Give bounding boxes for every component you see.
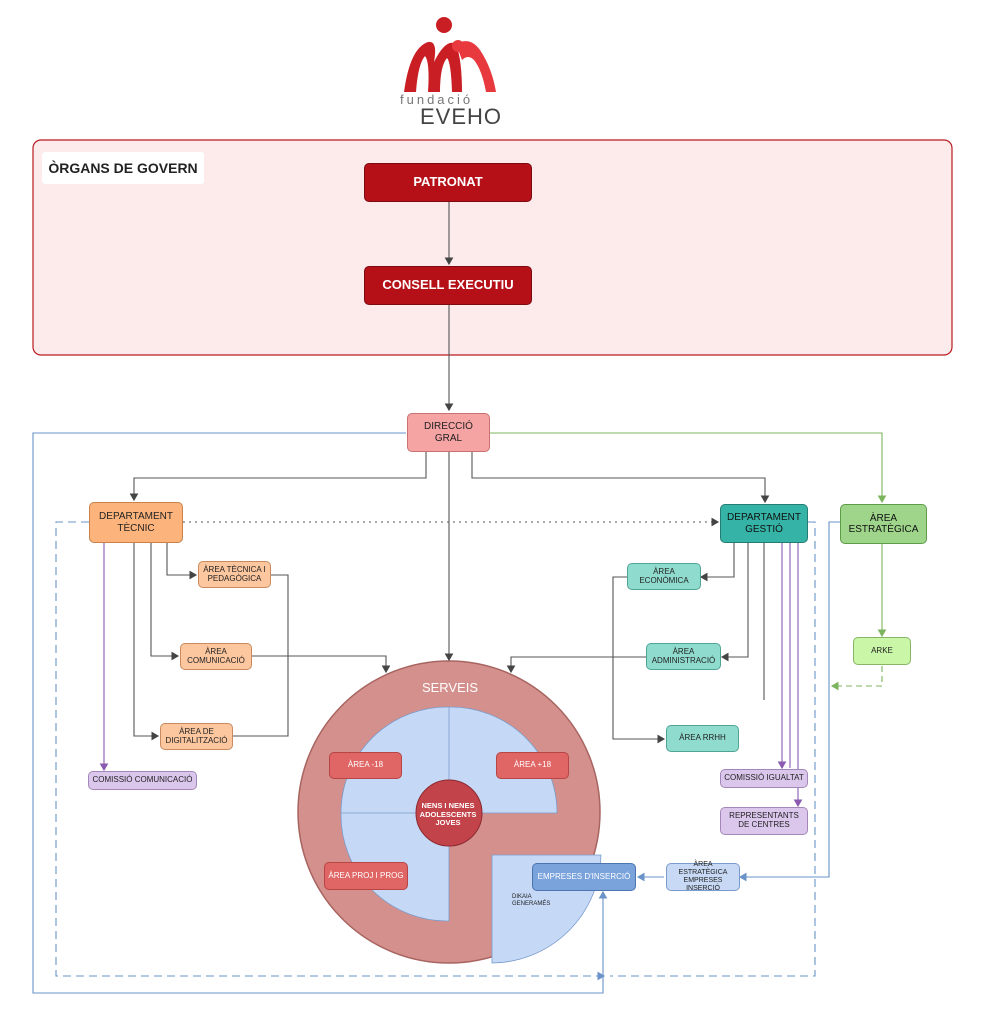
connector-administracio-serveis bbox=[506, 656, 646, 674]
direccio-gral-node[interactable]: DIRECCIÓ GRAL bbox=[407, 413, 490, 452]
connector-direccio-empreses-loop bbox=[32, 432, 608, 994]
area-estrategica-empreses-insercio-node[interactable]: ÀREA ESTRATÈGICA EMPRESES INSERCIÓ bbox=[666, 861, 740, 892]
organs-govern-box bbox=[32, 139, 953, 356]
logo-eveho-text: EVEHO bbox=[420, 104, 503, 129]
area-proj-prog-node[interactable]: ÀREA PROJ I PROG bbox=[324, 862, 408, 890]
area-tecnica-pedagogica-node[interactable]: ÀREA TÈCNICA I PEDAGÒGICA bbox=[198, 561, 271, 588]
connector-areatecnica-digitalitzacio bbox=[233, 574, 289, 737]
area-administracio-node[interactable]: ÀREA ADMINISTRACIÓ bbox=[646, 643, 721, 670]
connector-direccio-gestio bbox=[471, 452, 770, 504]
area-digitalitzacio-node[interactable]: ÀREA DE DIGITALITZACIÓ bbox=[160, 723, 233, 750]
comissio-igualtat-node[interactable]: COMISSIÓ IGUALTAT bbox=[720, 769, 808, 788]
dikaia-generames-label: DIKAIA GENERAMÉS bbox=[512, 894, 551, 908]
connector-gestio-dashed-loop bbox=[610, 521, 816, 977]
area-estrategica-node[interactable]: ÀREA ESTRATÈGICA bbox=[840, 504, 927, 544]
connector-tecnic-comunicacio bbox=[150, 543, 180, 661]
connector-tecnic-digitalitzacio bbox=[133, 543, 160, 741]
organs-govern-label: ÒRGANS DE GOVERN bbox=[42, 152, 204, 184]
consell-executiu-node[interactable]: CONSELL EXECUTIU bbox=[364, 266, 532, 305]
connector-tecnic-dashed-loop bbox=[55, 521, 606, 981]
empreses-insercio-node[interactable]: EMPRESES D'INSERCIÓ bbox=[532, 863, 636, 891]
serveis-label: SERVEIS bbox=[421, 680, 479, 695]
departament-tecnic-node[interactable]: DEPARTAMENT TÈCNIC bbox=[89, 502, 183, 543]
connector-gestio-economica bbox=[699, 543, 735, 582]
nens-nenes-adolescents-joves-core[interactable]: NENS I NENES ADOLESCENTS JOVES bbox=[419, 801, 477, 828]
representants-centres-node[interactable]: REPRESENTANTS DE CENTRES bbox=[720, 807, 808, 835]
area-economica-node[interactable]: ÀREA ECONÒMICA bbox=[627, 563, 701, 590]
logo-fundacio-text: fundació bbox=[400, 92, 474, 107]
serveis-core-circle bbox=[415, 779, 483, 847]
area-plus-18-node[interactable]: ÀREA +18 bbox=[496, 752, 569, 779]
comissio-comunicacio-node[interactable]: COMISSIÓ COMUNICACIÓ bbox=[88, 771, 197, 790]
arke-node[interactable]: ARKE bbox=[853, 637, 911, 665]
fundacio-eveho-logo bbox=[404, 17, 496, 92]
patronat-node[interactable]: PATRONAT bbox=[364, 163, 532, 202]
connector-comunicacio-serveis bbox=[252, 655, 391, 674]
departament-gestio-node[interactable]: DEPARTAMENT GESTIÓ bbox=[720, 504, 808, 543]
area-rrhh-node[interactable]: ÀREA RRHH bbox=[666, 725, 739, 752]
connector-direccio-tecnic bbox=[129, 452, 427, 502]
area-comunicacio-node[interactable]: ÀREA COMUNICACIÓ bbox=[180, 643, 252, 670]
connector-gestio-administracio bbox=[720, 543, 749, 662]
connector-economica-rrhh bbox=[612, 576, 666, 744]
area-minus-18-node[interactable]: ÀREA -18 bbox=[329, 752, 402, 779]
connector-estrategica-empreses bbox=[738, 521, 840, 882]
connector-tecnic-areatecnica bbox=[166, 543, 198, 580]
connector-direccio-estrategica bbox=[490, 432, 887, 504]
connector-arke-dashed bbox=[830, 666, 883, 691]
